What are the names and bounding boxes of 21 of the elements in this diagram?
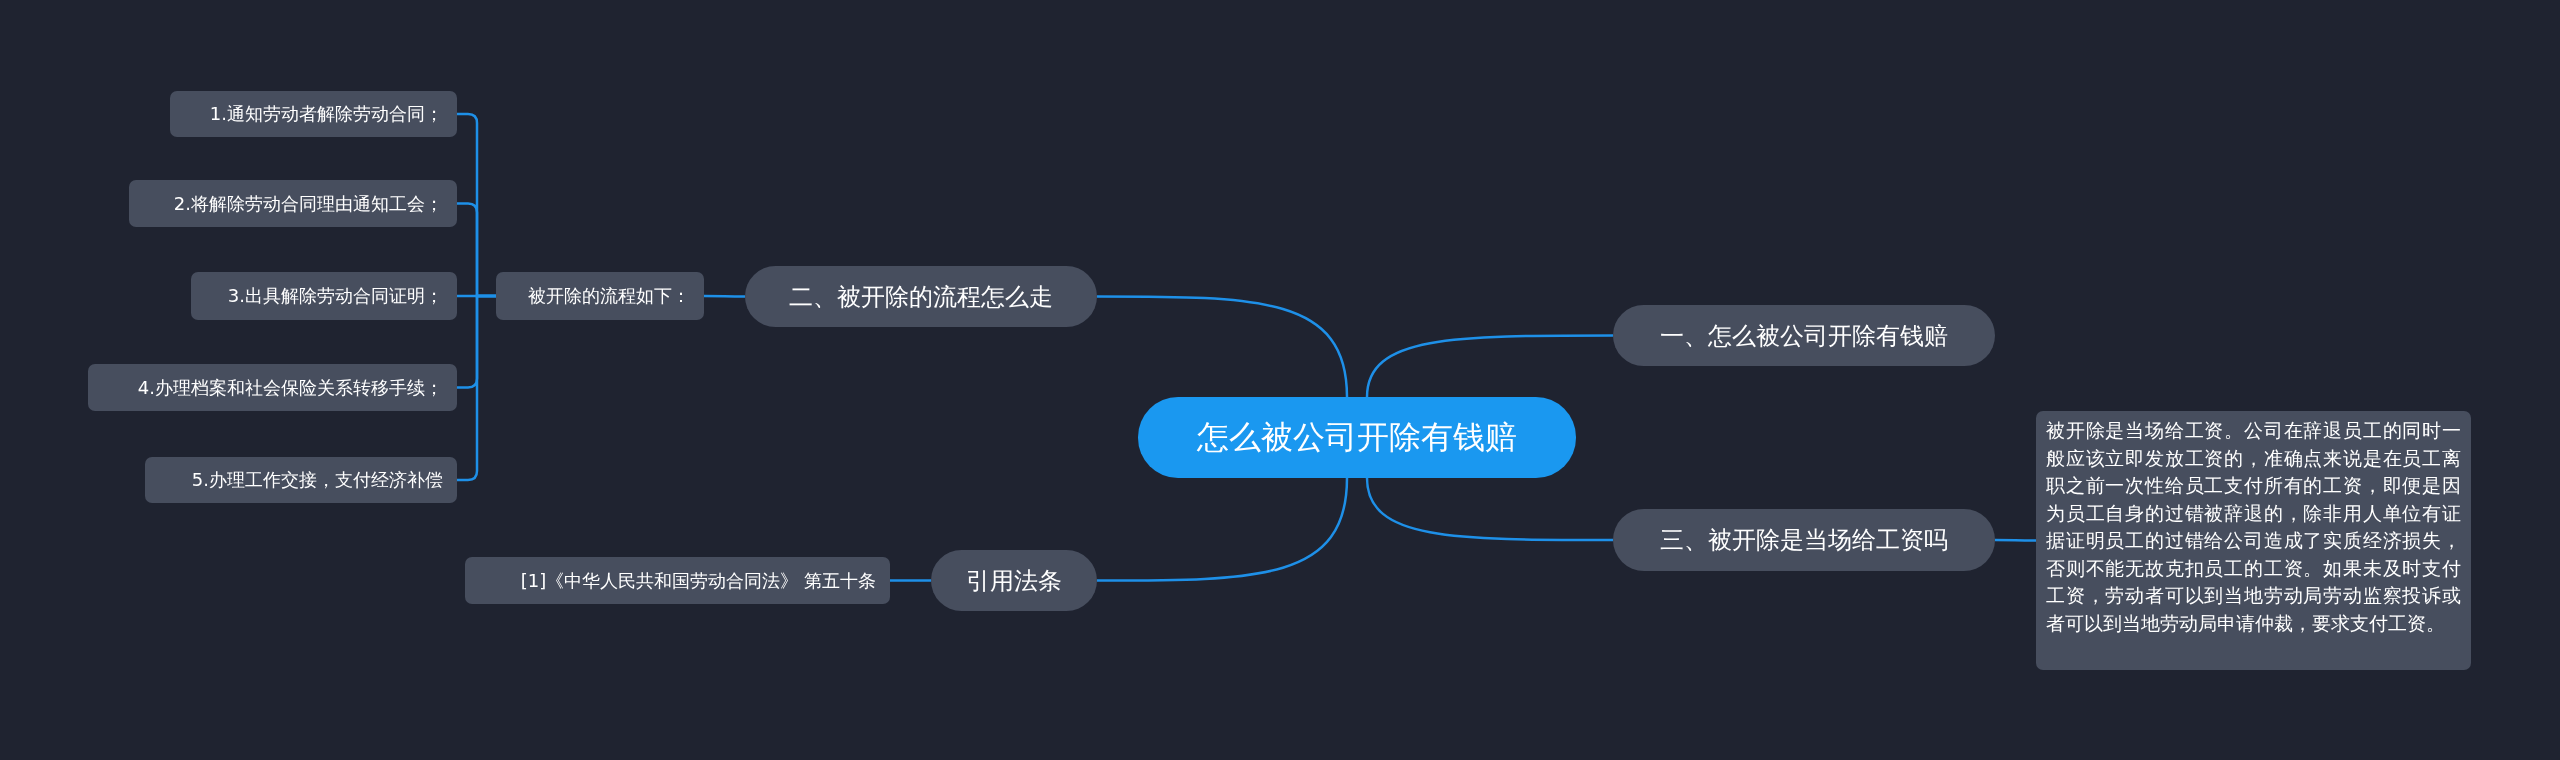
- subtopic-box: 被开除的流程如下：: [496, 272, 704, 320]
- connector-line: [890, 579, 931, 582]
- central-topic: 怎么被公司开除有钱赔: [1138, 397, 1576, 478]
- subtopic-box: 5.办理工作交接，支付经济补偿: [145, 457, 457, 503]
- text-card: 被开除是当场给工资。公司在辞退员工的同时一般应该立即发放工资的，准确点来说是在员工离职之前一次性给员工支付所有的工资，即便是因为员工自身的过错被辞退的，除非用人单位有证据证明员工的过错给公司造成了实质经济损失，否则不能无故克扣员工的工资。如果未及时支付工资，劳动者可以到当地劳动局劳动监察投诉或者可以到当地劳动局申请仲裁，要求支付工资。: [2036, 411, 2471, 670]
- topic-box: 引用法条: [931, 550, 1097, 611]
- citation-box: [1]《中华人民共和国劳动合同法》 第五十条: [465, 557, 890, 604]
- topic-box: 一、怎么被公司开除有钱赔: [1613, 305, 1995, 366]
- connector-line: [704, 294, 745, 298]
- topic-box: 二、被开除的流程怎么走: [745, 266, 1097, 327]
- connector-line: [457, 294, 496, 482]
- topic-box: 三、被开除是当场给工资吗: [1613, 509, 1995, 571]
- subtopic-box: 2.将解除劳动合同理由通知工会；: [129, 180, 457, 227]
- connector-line: [1365, 477, 1613, 542]
- subtopic-box: 3.出具解除劳动合同证明；: [191, 272, 457, 320]
- connector-line: [1097, 477, 1349, 582]
- connector-line: [1097, 295, 1349, 398]
- subtopic-box: 4.办理档案和社会保险关系转移手续；: [88, 364, 457, 411]
- connector-line: [1995, 538, 2036, 542]
- connector-line: [1365, 334, 1613, 398]
- subtopic-box: 1.通知劳动者解除劳动合同；: [170, 91, 457, 137]
